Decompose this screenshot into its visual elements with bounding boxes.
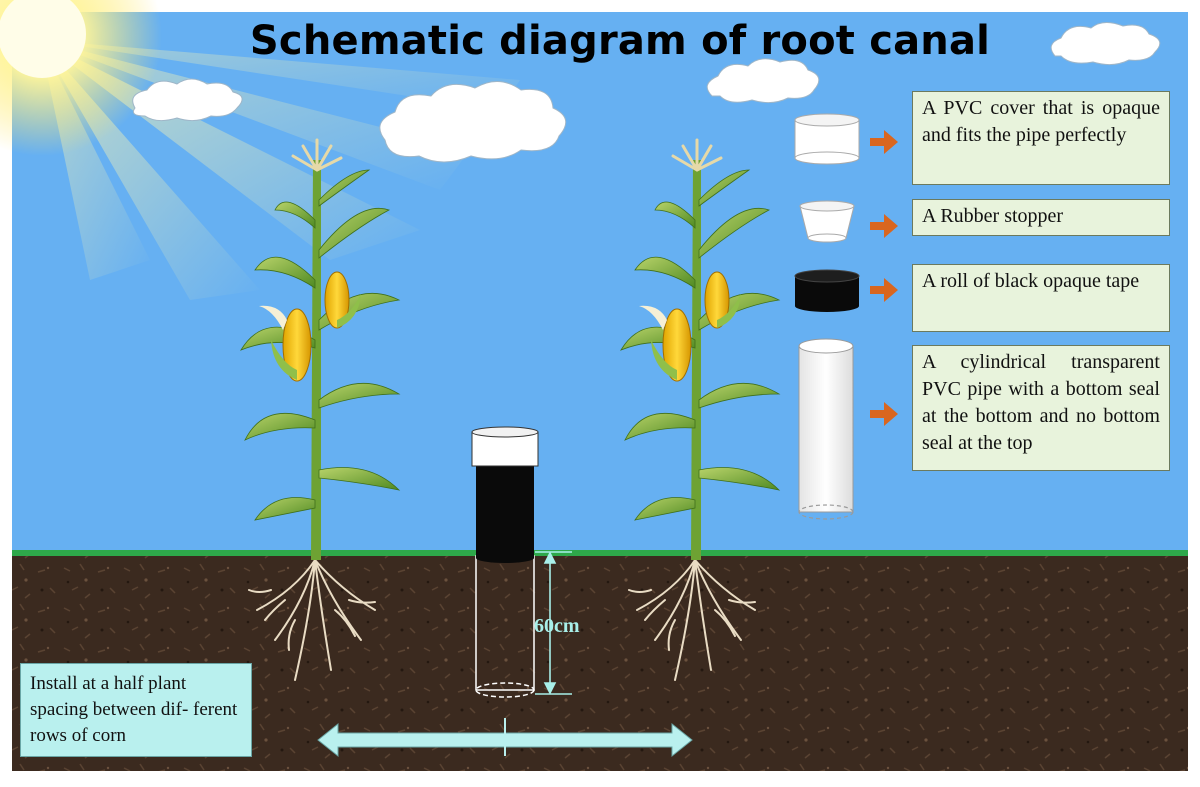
right-arrow-icon (870, 278, 898, 302)
pvc-cover-icon (794, 113, 860, 165)
cloud-icon (706, 58, 820, 104)
right-arrow-icon (870, 130, 898, 154)
corn-tassel-icon (671, 138, 723, 172)
install-note: Install at a half plant spacing between … (20, 663, 252, 757)
corn-plant-left (240, 138, 401, 681)
spacing-arrow (317, 718, 693, 758)
cloud-icon (1050, 22, 1161, 66)
corn-plant-right (620, 138, 781, 681)
plant-leaves (240, 169, 401, 521)
rubber-stopper-icon (799, 200, 855, 243)
label-rubber-stopper: A Rubber stopper (912, 199, 1170, 236)
depth-dimension (535, 551, 572, 695)
pvc-pipe-icon (798, 338, 854, 520)
sun-icon (0, 0, 520, 300)
plant-roots (248, 559, 376, 681)
grass-line (12, 550, 1188, 556)
corn-tassel-icon (291, 138, 343, 172)
cloud-icon (379, 81, 567, 163)
page-title: Schematic diagram of root canal (249, 18, 991, 64)
right-arrow-icon (870, 402, 898, 426)
corn-cob-icon (639, 305, 692, 382)
label-pvc-pipe: A cylindrical transparent PVC pipe with … (912, 345, 1170, 471)
plant-stalk (311, 160, 321, 560)
label-black-tape: A roll of black opaque tape (912, 264, 1170, 332)
cloud-icon (132, 78, 243, 122)
right-arrow-icon (870, 214, 898, 238)
plant-stalk (691, 160, 701, 560)
corn-cob-icon (704, 271, 741, 329)
black-tape-icon (794, 269, 860, 312)
installed-root-tube (471, 426, 539, 698)
depth-label: 60cm (534, 615, 580, 637)
plant-roots (628, 559, 756, 681)
label-pvc-cover: A PVC cover that is opaque and fits the … (912, 91, 1170, 185)
corn-cob-icon (324, 271, 361, 329)
corn-cob-icon (259, 305, 312, 382)
